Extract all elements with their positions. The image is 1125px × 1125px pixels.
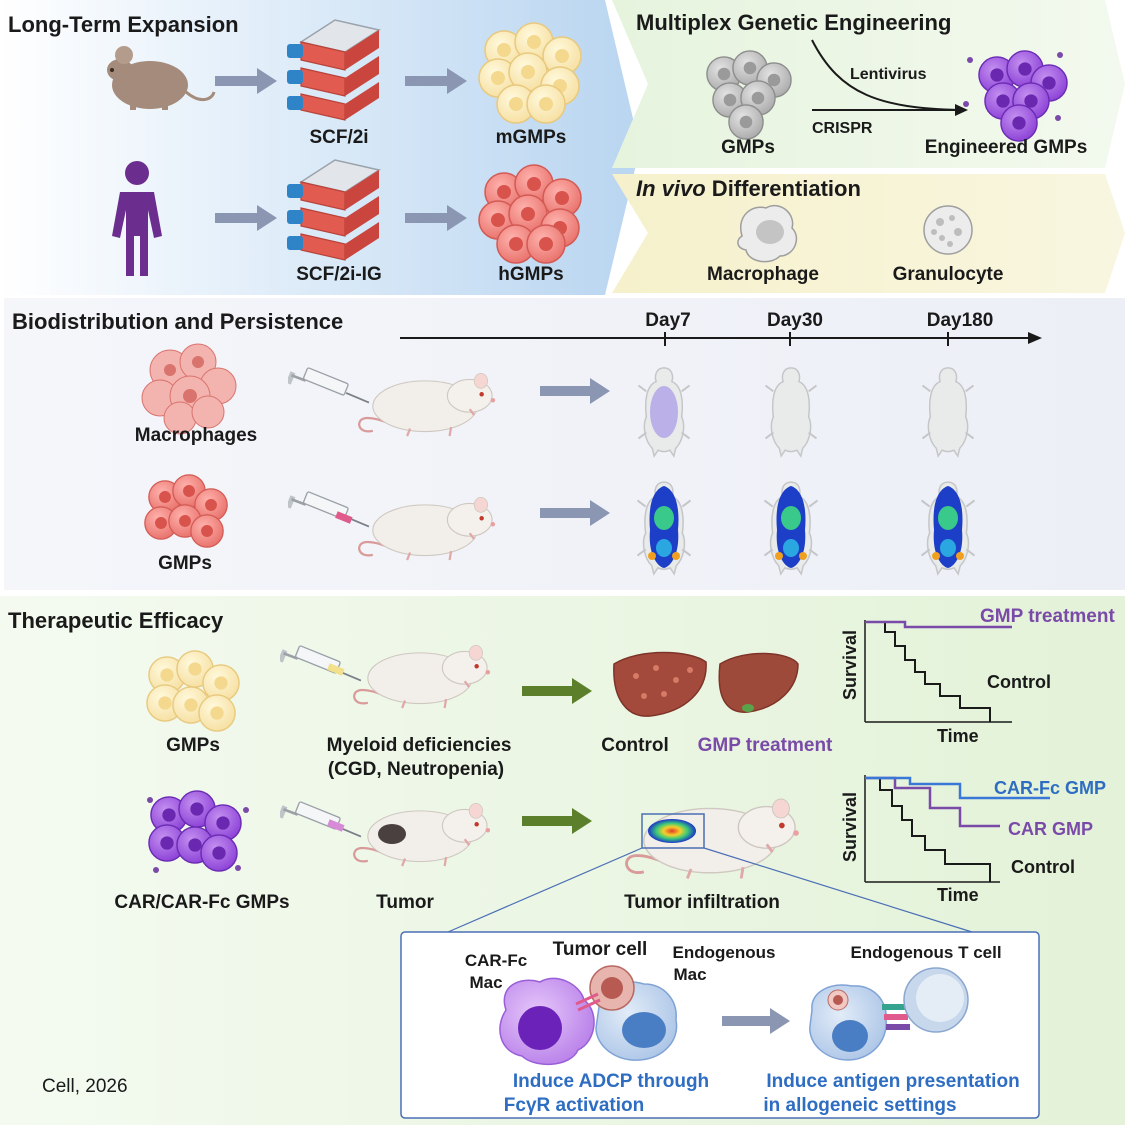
arrow-human-to-flask [215, 205, 277, 231]
km1-y-label: Survival [840, 630, 860, 700]
tumor-zoom-box [641, 813, 705, 849]
lentivirus-curve [811, 39, 961, 111]
heatmap-mouse-day30 [763, 481, 819, 575]
granulocyte-cell-icon [923, 205, 973, 255]
carfc-mac-line2: Mac [469, 973, 502, 992]
tcr-binding-icon [882, 1004, 910, 1030]
km2-x-label: Time [937, 885, 979, 905]
macrophages-row-label: Macrophages [135, 425, 257, 446]
adcp-line2: FcγR activation [504, 1095, 644, 1116]
carfc-mac-line1: CAR-Fc [465, 951, 527, 970]
therapeutic-title: Therapeutic Efficacy [8, 608, 224, 633]
macrophage-cell-icon [737, 205, 798, 263]
macrophage-label: Macrophage [707, 264, 819, 285]
antigen-line2: in allogeneic settings [763, 1095, 956, 1116]
km1-control-curve [865, 621, 991, 722]
gmps-input-label: GMPs [721, 137, 775, 158]
timepoint-day180: Day180 [927, 310, 994, 331]
purple-dose [327, 819, 345, 832]
lentivirus-label: Lentivirus [850, 66, 927, 83]
in-vivo-title: In vivo Differentiation [636, 176, 861, 201]
arrow-biodist-row1 [540, 378, 610, 404]
heatmap-mouse-day7 [636, 481, 692, 575]
long-term-title: Long-Term Expansion [8, 12, 239, 37]
antigen-line1: Induce antigen presentation [766, 1071, 1019, 1092]
zoom-line-right [703, 847, 973, 933]
km2-carfc-curve [865, 776, 1050, 800]
km-plot-2: CAR-Fc GMP CAR GMP Control Time Survival [840, 775, 1106, 905]
tumor-heat-signal [648, 819, 696, 843]
mouse-icon [107, 46, 216, 110]
tumor-label: Tumor [376, 892, 434, 913]
arrow-mouse-to-flask [215, 68, 277, 94]
km2-carfc-label: CAR-Fc GMP [994, 778, 1106, 798]
granulocyte-label: Granulocyte [893, 264, 1004, 285]
km2-car-label: CAR GMP [1008, 819, 1093, 839]
arrow-biodist-row2 [540, 500, 610, 526]
tumor-infiltration-label: Tumor infiltration [624, 892, 780, 913]
arrow-inset [722, 1008, 790, 1034]
liver-gmp-icon [718, 652, 799, 713]
timepoint-day7: Day7 [645, 310, 690, 331]
arrow-therapy-row1 [522, 678, 592, 704]
endo-mac-line1: Endogenous [673, 943, 776, 962]
biodistribution-title: Biodistribution and Persistence [12, 309, 343, 334]
arrow-therapy-row2 [522, 808, 592, 834]
km2-control-curve [865, 777, 991, 882]
hgmps-label: hGMPs [498, 264, 563, 285]
crispr-label: CRISPR [812, 120, 873, 137]
km2-y-label: Survival [840, 792, 860, 862]
car-gmps-label: CAR/CAR-Fc GMPs [114, 892, 289, 913]
zoom-line-left [447, 847, 643, 933]
deficiency-line2: (CGD, Neutropenia) [328, 759, 504, 780]
in-vivo-panel [612, 174, 1125, 293]
heatmap-mouse-day180 [920, 481, 976, 575]
liver-gmp-label: GMP treatment [698, 735, 833, 756]
endogenous-t-cell-icon [903, 967, 969, 1033]
pink-dose [335, 511, 353, 524]
carfc-macrophage-icon [499, 977, 595, 1066]
crispr-arrowhead [955, 104, 968, 116]
endo-t-cell-label: Endogenous T cell [850, 943, 1001, 962]
km-plot-1: GMP treatment Control Time Survival [840, 606, 1115, 746]
car-gmp-cluster [147, 790, 249, 873]
km1-x-label: Time [937, 726, 979, 746]
mouse-medium-label: SCF/2i [309, 127, 368, 148]
human-icon [112, 161, 162, 276]
km1-gmp-label: GMP treatment [980, 606, 1115, 627]
tumor-cell-label: Tumor cell [553, 939, 648, 960]
arrow-flask-to-mgmps [405, 68, 467, 94]
km2-car-curve [865, 776, 1000, 828]
yellow-dose [327, 663, 345, 676]
arrow-flask-to-hgmps [405, 205, 467, 231]
presenting-macrophage-icon [809, 984, 887, 1061]
car-receptor-icon [575, 992, 601, 1012]
liver-control-icon [613, 651, 707, 717]
km2-control-label: Control [1011, 857, 1075, 877]
macrophage-cluster [141, 343, 237, 435]
endo-mac-line2: Mac [673, 965, 706, 984]
km1-control-label: Control [987, 672, 1051, 692]
citation: Cell, 2026 [42, 1076, 128, 1097]
mgmps-label: mGMPs [496, 127, 567, 148]
engineered-gmp-cluster [963, 50, 1068, 142]
km1-gmp-curve [865, 620, 1012, 629]
timeline-arrowhead [1028, 332, 1042, 344]
multiplex-title: Multiplex Genetic Engineering [636, 10, 951, 35]
tumor-cell-icon [589, 965, 635, 1011]
tumor-mass [378, 824, 406, 844]
engineered-gmps-label: Engineered GMPs [925, 137, 1088, 158]
deficiency-line1: Myeloid deficiencies [327, 735, 512, 756]
therapeutic-gmps-label: GMPs [166, 735, 220, 756]
adcp-line1: Induce ADCP through [513, 1071, 709, 1092]
timepoint-day30: Day30 [767, 310, 823, 331]
liver-control-label: Control [601, 735, 669, 756]
macrophage-signal-day7 [650, 386, 678, 438]
gmps-row-label: GMPs [158, 553, 212, 574]
human-medium-label: SCF/2i-IG [296, 264, 382, 285]
